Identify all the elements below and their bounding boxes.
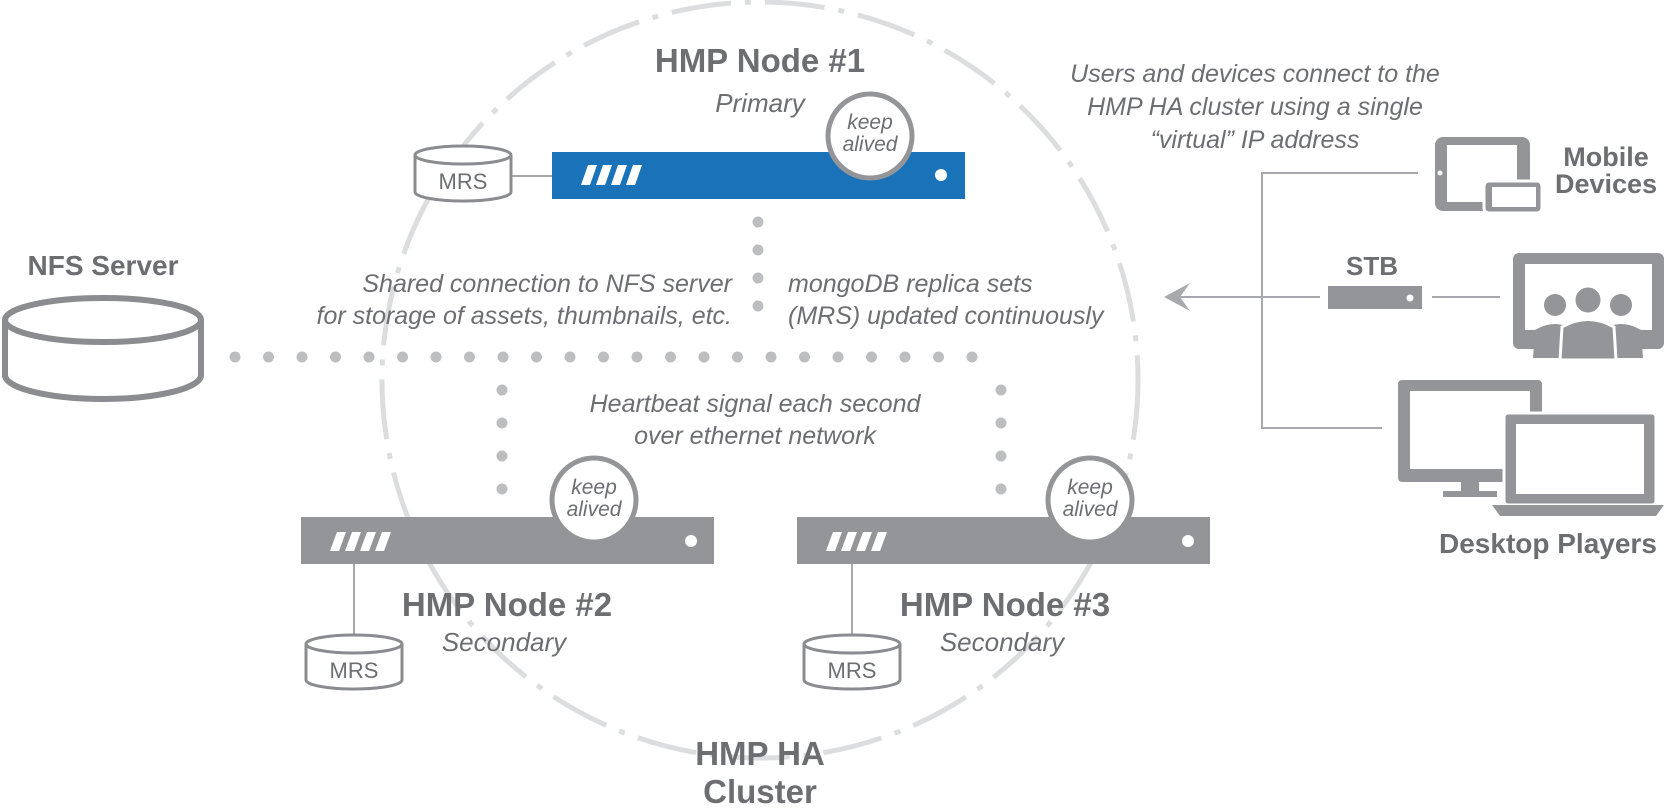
connector-dot [933,351,944,363]
node3-keepalived-badge [1045,455,1135,545]
virtual-ip-arrow-icon [1164,283,1190,311]
connector-dot [966,351,978,363]
node1-mrs-icon [413,144,513,203]
cluster-boundary [379,0,1141,761]
node1-name: HMP Node #1 [654,42,866,79]
connector-dot [496,384,508,396]
connector-dot [665,351,676,363]
node3-name: HMP Node #3 [899,586,1111,623]
connector-dot [330,351,341,363]
heartbeat-annotation: Heartbeat signal each second over ethern… [589,390,921,450]
nfs-server-label: NFS Server [27,250,179,281]
node2-keepalived-badge [549,455,639,545]
connector-dot [732,351,743,363]
virtual-ip-annotation: Users and devices connect to the HMP HA … [1070,60,1440,154]
connector-dot [496,483,508,495]
cluster-label: HMP HA Cluster [695,735,825,810]
connector-dot [397,351,408,363]
node3-keepalived-label: keep alived [1062,476,1118,521]
node2-role: Secondary [441,627,567,657]
node3-server-icon [797,517,1210,564]
connector-dot [698,351,710,363]
connector-dot [496,450,508,462]
connector-dot [531,351,542,363]
node2-keepalived-label: keep alived [566,476,622,521]
connector-dot [995,384,1007,396]
connector-dot [263,351,274,363]
connector-dot [752,272,764,284]
node1-mrs-label: MRS [438,169,488,194]
node1-keepalived-badge [825,91,915,181]
connector-dot [496,417,508,429]
connector-dot [832,351,844,363]
nfs-shared-annotation: Shared connection to NFS server for stor… [316,270,732,330]
node2-name: HMP Node #2 [401,586,613,623]
node2-server-icon [301,517,714,564]
stb-icon [1328,286,1422,309]
connector-dot [899,351,911,363]
connector-dot [497,351,509,363]
connector-dot [296,351,308,363]
nfs-connection-lines [229,216,1007,495]
connector-dot [464,351,475,363]
node1-keepalived-label: keep alived [842,111,898,156]
stb-label: STB [1346,251,1398,281]
mongodb-annotation: mongoDB replica sets (MRS) updated conti… [788,270,1104,330]
connector-dot [631,351,643,363]
connector-dot [995,450,1007,462]
node1-role: Primary [715,88,805,118]
desktop-players-label: Desktop Players [1439,528,1657,559]
node2-mrs-label: MRS [329,658,379,683]
desktop-players-icon [1398,380,1664,516]
connector-dot [995,483,1007,495]
connector-dot [564,351,576,363]
node3-mrs-label: MRS [827,658,877,683]
tv-audience-icon [1513,253,1664,362]
connector-dot [765,351,777,363]
connector-dot [799,351,810,363]
node3-mrs-icon [802,633,902,691]
node3-role: Secondary [939,627,1065,657]
connector-dot [866,351,877,363]
connector-dot [430,351,442,363]
connector-dot [752,300,764,312]
mobile-devices-label: Mobile Devices [1555,142,1658,199]
connector-dot [598,351,609,363]
connector-dot [752,244,764,256]
client-connection-lines [1178,172,1500,429]
nfs-server-icon [2,295,204,402]
connector-dot [752,216,764,228]
mobile-devices-icon [1435,137,1544,215]
connector-dot [995,417,1007,429]
connector-dot [229,351,241,363]
connector-dot [363,351,375,363]
node2-mrs-icon [304,633,404,691]
